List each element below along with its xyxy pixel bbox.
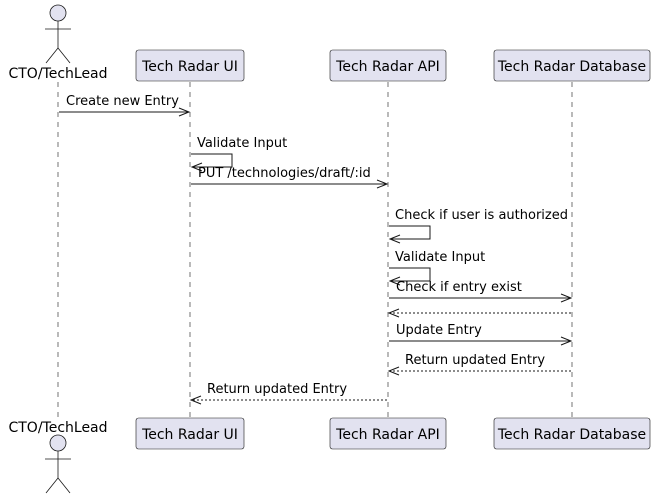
participant-label: Tech Radar API (335, 59, 440, 75)
actor-leg-right (57, 47, 71, 64)
participant-box (329, 417, 447, 450)
message-9: Return updated Entry (387, 353, 571, 376)
message-label: Check if entry exist (396, 280, 522, 295)
message-label: Return updated Entry (405, 353, 545, 368)
participant-label: Tech Radar Database (497, 59, 646, 75)
message-line (389, 267, 431, 282)
message-10: Return updated Entry (189, 382, 387, 405)
arrowhead-icon (376, 179, 389, 189)
actor-leg-left (45, 477, 59, 494)
message-7 (387, 308, 571, 318)
arrowhead-icon (388, 234, 401, 244)
message-8: Update Entry (389, 323, 573, 346)
actor-cto-bottom: CTO/TechLead (8, 420, 108, 494)
arrowhead-icon (560, 293, 573, 303)
message-label: Update Entry (396, 323, 482, 338)
actor-leg-left (45, 47, 59, 64)
participant-api-top: Tech Radar API (329, 49, 447, 82)
message-3: PUT /technologies/draft/:id (191, 166, 389, 189)
participant-db-bottom: Tech Radar Database (493, 417, 651, 450)
arrowhead-icon (560, 336, 573, 346)
arrowhead-icon (388, 276, 401, 286)
participant-box (493, 49, 651, 82)
actor-head-icon (49, 434, 67, 452)
arrowhead-icon (189, 395, 202, 405)
message-label: PUT /technologies/draft/:id (198, 166, 371, 181)
arrowhead-icon (190, 162, 203, 172)
message-line (191, 153, 233, 168)
participant-ui-top: Tech Radar UI (135, 49, 245, 82)
participant-label: Tech Radar API (335, 427, 440, 443)
participant-box (135, 417, 245, 450)
participant-box (329, 49, 447, 82)
message-5: Validate Input (388, 250, 485, 286)
message-line (389, 225, 431, 240)
message-2: Validate Input (190, 136, 287, 172)
message-label: Create new Entry (66, 94, 179, 109)
actor-head-icon (49, 4, 67, 22)
participant-box (493, 417, 651, 450)
message-label: Validate Input (197, 136, 287, 151)
actor-leg-right (57, 477, 71, 494)
message-label: Validate Input (395, 250, 485, 265)
message-4: Check if user is authorized (388, 208, 568, 244)
actor-cto-top: CTO/TechLead (8, 4, 108, 82)
participant-label: Tech Radar Database (497, 427, 646, 443)
arrowhead-icon (387, 308, 400, 318)
participant-box (135, 49, 245, 82)
participant-ui-bottom: Tech Radar UI (135, 417, 245, 450)
arrowhead-icon (387, 366, 400, 376)
arrowhead-icon (178, 107, 191, 117)
participant-label: CTO/TechLead (8, 66, 107, 82)
participant-label: Tech Radar UI (141, 59, 238, 75)
message-label: Check if user is authorized (395, 208, 568, 223)
participant-label: CTO/TechLead (8, 420, 107, 436)
message-1: Create new Entry (59, 94, 191, 117)
participant-db-top: Tech Radar Database (493, 49, 651, 82)
message-label: Return updated Entry (207, 382, 347, 397)
message-6: Check if entry exist (389, 280, 573, 303)
participant-label: Tech Radar UI (141, 427, 238, 443)
participant-api-bottom: Tech Radar API (329, 417, 447, 450)
